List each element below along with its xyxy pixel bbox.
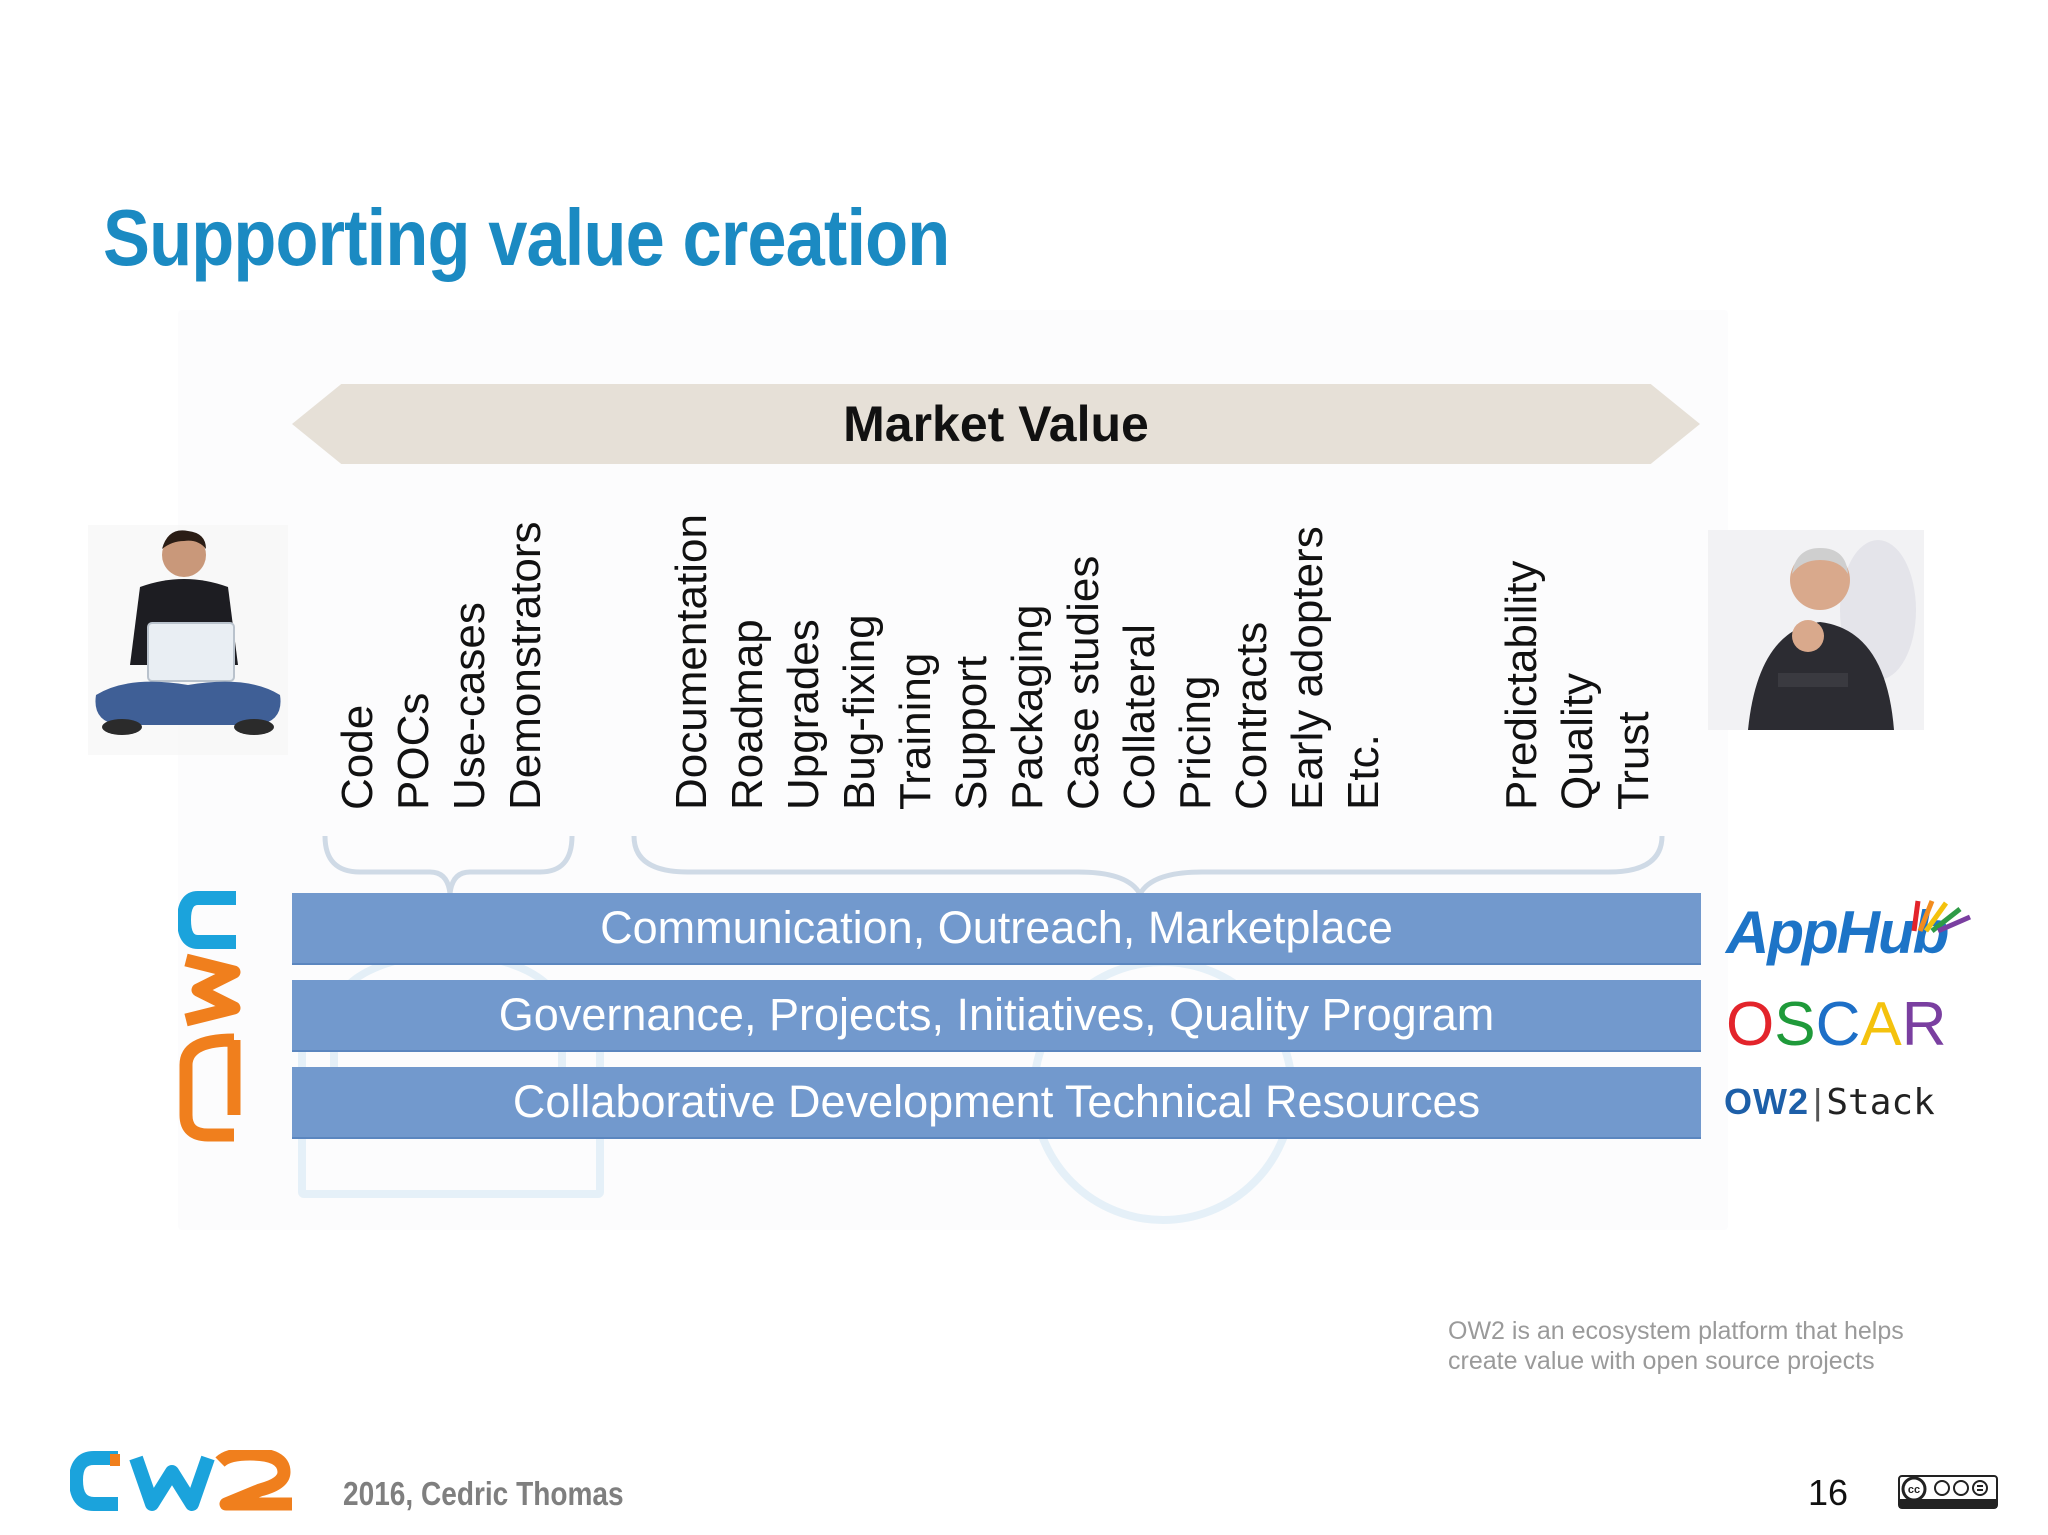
vertical-word-etc: Etc. (1339, 734, 1388, 810)
ow2stack-prefix: OW2 (1724, 1081, 1810, 1122)
thinking-man-illustration (1708, 530, 1924, 730)
ow2-footer-logo (68, 1447, 300, 1512)
vertical-word-predictability: Predictability (1497, 560, 1546, 810)
oscar-letter-r: R (1901, 990, 1947, 1059)
vertical-word-bug-fixing: Bug-fixing (835, 614, 884, 810)
bar-collaborative-development-label: Collaborative Development Technical Reso… (512, 1076, 1481, 1127)
footer-credit: 2016, Cedric Thomas (343, 1475, 624, 1512)
oscar-letter-o: O (1726, 990, 1775, 1059)
bar-communication: Communication, Outreach, Marketplace (292, 893, 1701, 965)
ow2-vertical-logo (176, 890, 242, 1145)
oscar-letter-a: A (1860, 990, 1902, 1059)
ow2stack-logo: OW2|Stack (1724, 1081, 1935, 1123)
footer-note-line-1: OW2 is an ecosystem platform that helps (1448, 1317, 1904, 1345)
vertical-word-collateral: Collateral (1115, 624, 1164, 810)
vertical-word-quality: Quality (1553, 673, 1602, 810)
page-number: 16 (1808, 1472, 1849, 1513)
footer-note: OW2 is an ecosystem platform that helps … (1448, 1316, 1968, 1376)
bar-collaborative-development: Collaborative Development Technical Reso… (292, 1067, 1701, 1139)
vertical-word-contracts: Contracts (1227, 621, 1276, 810)
market-value-label: Market Value (843, 396, 1149, 452)
vertical-word-pricing: Pricing (1171, 675, 1220, 811)
vertical-word-trust: Trust (1609, 711, 1658, 810)
vertical-word-code: Code (333, 704, 382, 810)
apphub-logo: AppHub (1726, 893, 1972, 973)
vertical-word-early-adopters: Early adopters (1283, 526, 1332, 810)
bar-governance: Governance, Projects, Initiatives, Quali… (292, 980, 1701, 1052)
vertical-word-documentation: Documentation (667, 514, 716, 810)
bracket-group-1 (320, 832, 580, 896)
vertical-word-upgrades: Upgrades (779, 619, 828, 810)
oscar-letter-s: S (1774, 990, 1816, 1059)
svg-text:cc: cc (1908, 1484, 1920, 1496)
bracket-group-2 (628, 832, 1668, 896)
market-value-arrow: Market Value (292, 384, 1700, 464)
apphub-logo-text: AppHub (1726, 899, 1949, 966)
apphub-spark-icon (1911, 900, 1972, 934)
creative-commons-license-badge: cc (1898, 1475, 1998, 1509)
vertical-word-packaging: Packaging (1003, 604, 1052, 810)
vertical-word-demonstrators: Demonstrators (501, 521, 550, 810)
slide-title: Supporting value creation (103, 193, 950, 282)
vertical-word-support: Support (947, 655, 996, 810)
bar-governance-label: Governance, Projects, Initiatives, Quali… (498, 989, 1495, 1040)
developer-with-laptop-illustration (88, 525, 288, 755)
vertical-word-case-studies: Case studies (1059, 555, 1108, 810)
bar-communication-label: Communication, Outreach, Marketplace (600, 902, 1393, 953)
vertical-word-pocs: POCs (389, 692, 438, 810)
oscar-logo: OSCAR (1726, 990, 1947, 1060)
ow2stack-suffix: Stack (1826, 1082, 1935, 1123)
vertical-word-training: Training (891, 652, 940, 810)
footer-note-line-2: create value with open source projects (1448, 1347, 1875, 1375)
oscar-letter-c: C (1815, 990, 1861, 1059)
vertical-word-roadmap: Roadmap (723, 619, 772, 810)
vertical-word-use-cases: Use-cases (445, 602, 494, 810)
